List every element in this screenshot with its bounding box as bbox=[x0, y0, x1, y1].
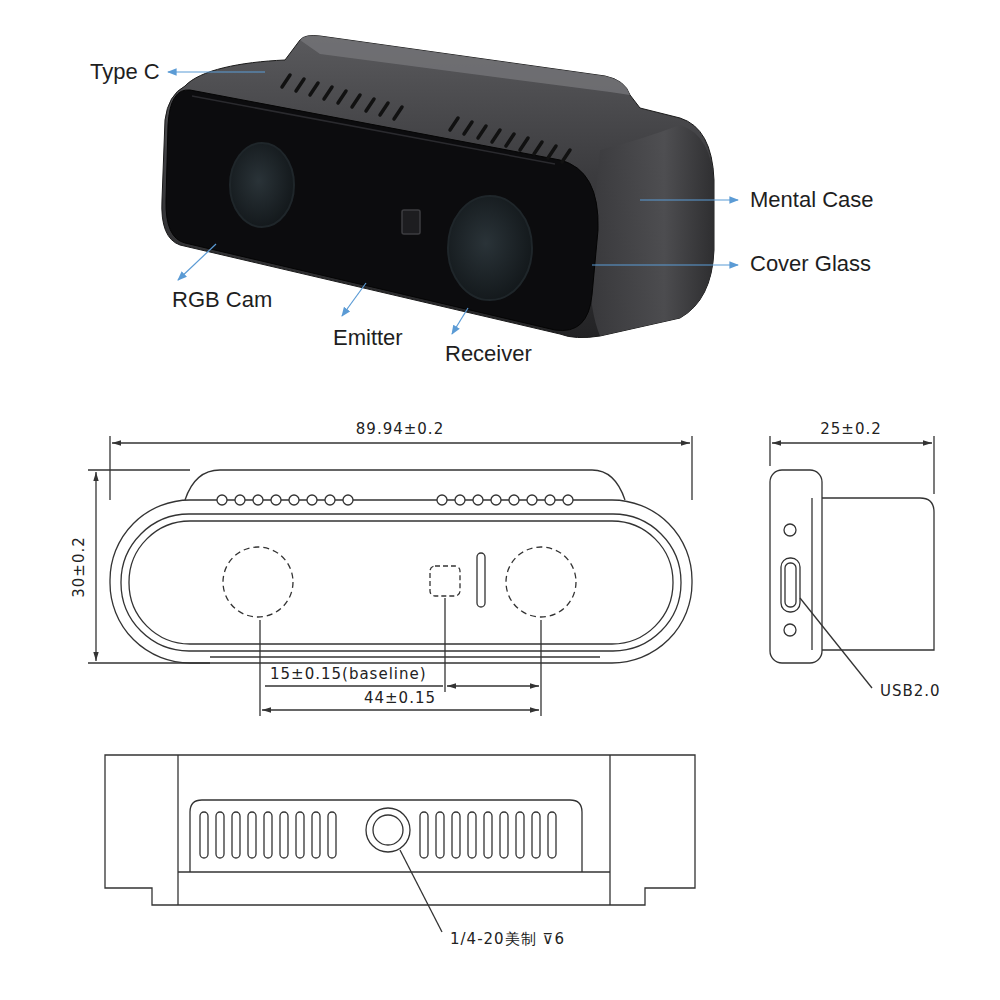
bottom-view bbox=[105, 755, 695, 932]
dimension-text: 30±0.2 bbox=[71, 536, 88, 598]
front-view bbox=[88, 436, 692, 716]
part-name: Receiver bbox=[445, 341, 532, 366]
side-view bbox=[770, 436, 934, 688]
part-name: Type C bbox=[90, 59, 160, 84]
port-label: USB2.0 bbox=[880, 683, 941, 700]
dimension-text: 25±0.2 bbox=[820, 421, 882, 438]
dimension-text: 89.94±0.2 bbox=[356, 421, 444, 438]
dimension-text: 44±0.15 bbox=[364, 690, 436, 707]
part-name: RGB Cam bbox=[172, 287, 272, 312]
part-name: Emitter bbox=[333, 325, 403, 350]
part-name: Cover Glass bbox=[750, 251, 871, 276]
thread-note: 1/4-20美制 ⊽6 bbox=[450, 931, 565, 948]
part-name: Mental Case bbox=[750, 187, 874, 212]
callout-leaders bbox=[168, 72, 738, 334]
camera-3d bbox=[162, 36, 714, 338]
dimension-text: 15±0.15(baseline) bbox=[270, 666, 427, 683]
